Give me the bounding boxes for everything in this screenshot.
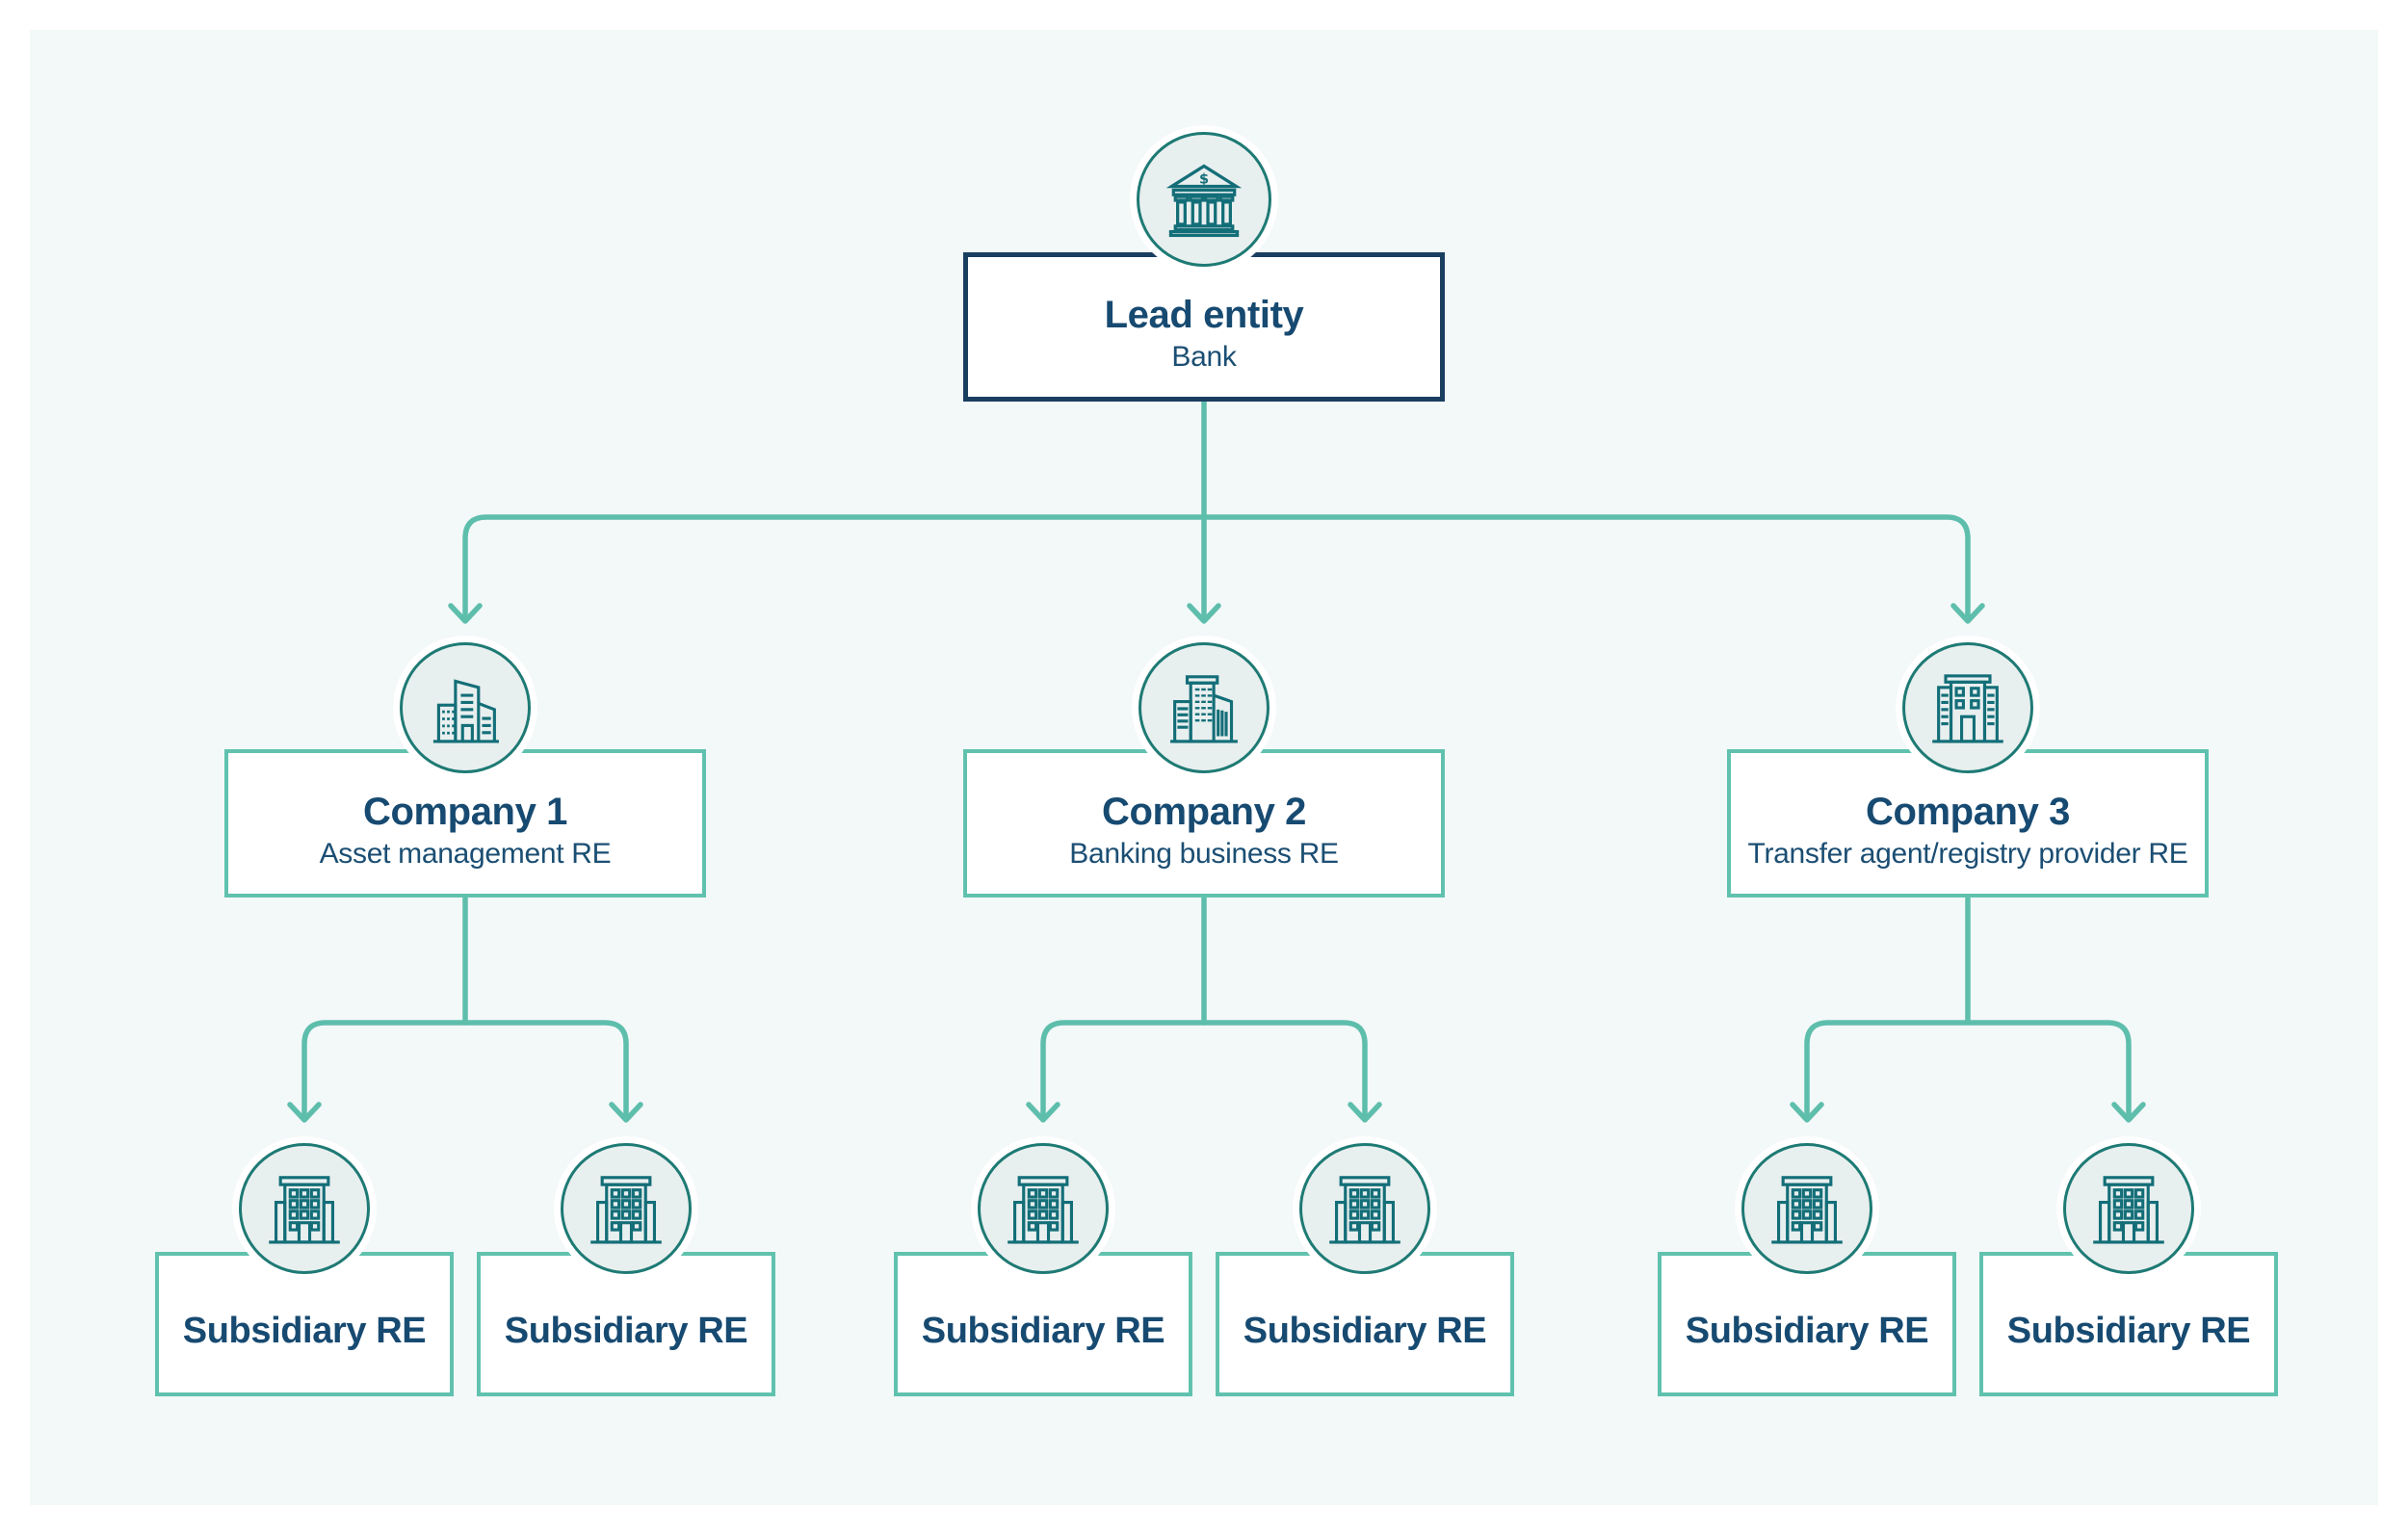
office-tower-icon (1139, 642, 1269, 773)
subsidiary-title: Subsidiary RE (921, 1311, 1165, 1351)
institution-building-icon (1902, 642, 2033, 773)
company-2-title: Company 2 (1101, 791, 1306, 833)
subsidiary-title: Subsidiary RE (182, 1311, 427, 1351)
subsidiary-box: Subsidiary RE (894, 1252, 1192, 1396)
company-1-title: Company 1 (362, 791, 567, 833)
apartment-building-icon (1741, 1143, 1872, 1274)
subsidiary-box: Subsidiary RE (477, 1252, 775, 1396)
subsidiary-box: Subsidiary RE (1979, 1252, 2278, 1396)
subsidiary-title: Subsidiary RE (1243, 1311, 1487, 1351)
subsidiary-title: Subsidiary RE (1685, 1311, 1929, 1351)
lead-entity-title: Lead entity (1104, 294, 1304, 336)
lead-entity-box: Lead entity Bank (963, 252, 1445, 402)
subsidiary-box: Subsidiary RE (155, 1252, 454, 1396)
company-3-title: Company 3 (1865, 791, 2070, 833)
company-1-box: Company 1 Asset management RE (224, 749, 706, 898)
apartment-building-icon (2063, 1143, 2194, 1274)
company-1-subtitle: Asset management RE (319, 838, 612, 870)
subsidiary-title: Subsidiary RE (2006, 1311, 2251, 1351)
apartment-building-icon (1299, 1143, 1430, 1274)
lead-entity-subtitle: Bank (1171, 341, 1237, 373)
company-2-subtitle: Banking business RE (1069, 838, 1339, 870)
company-3-box: Company 3 Transfer agent/registry provid… (1727, 749, 2209, 898)
apartment-building-icon (978, 1143, 1109, 1274)
apartment-building-icon (239, 1143, 370, 1274)
subsidiary-title: Subsidiary RE (504, 1311, 748, 1351)
company-3-subtitle: Transfer agent/registry provider RE (1747, 838, 2188, 870)
apartment-building-icon (561, 1143, 692, 1274)
subsidiary-box: Subsidiary RE (1216, 1252, 1514, 1396)
bank-icon (1137, 132, 1271, 267)
office-buildings-icon (400, 642, 531, 773)
